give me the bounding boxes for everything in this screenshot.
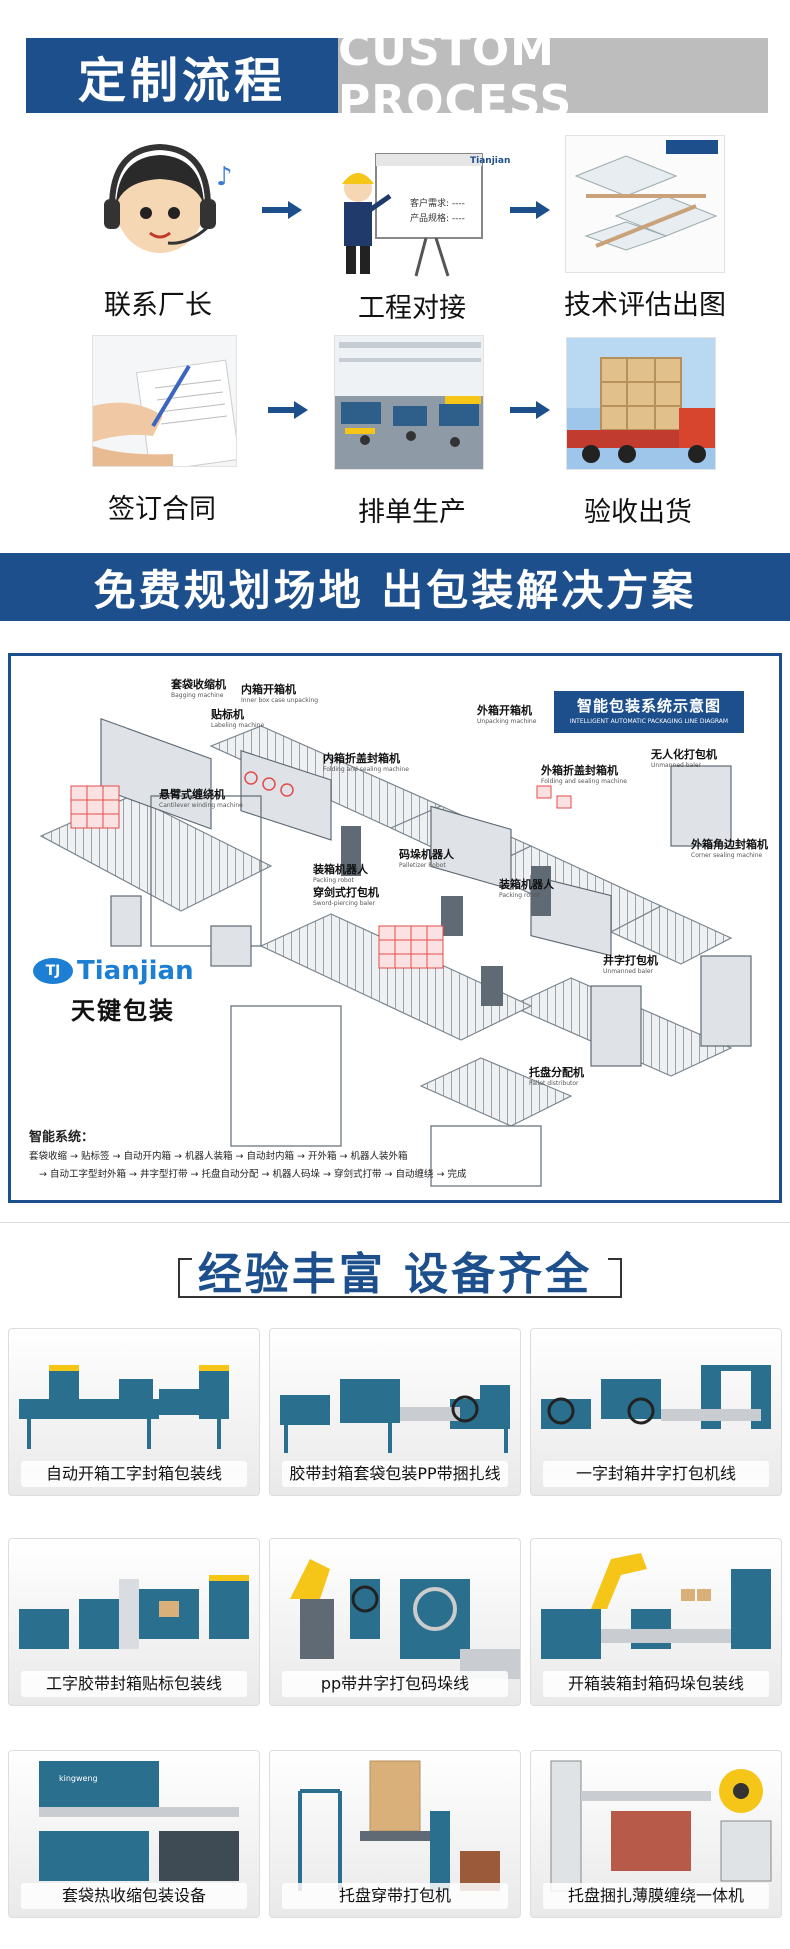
product-label: pp带井字打包码垛线 bbox=[282, 1671, 508, 1697]
product-label: 托盘捆扎薄膜缠绕一体机 bbox=[543, 1883, 769, 1909]
product-card-4[interactable]: 工字胶带封箱贴标包装线 bbox=[8, 1538, 260, 1706]
board-line-2: 产品规格: ---- bbox=[410, 214, 465, 224]
brand-cn: 天键包装 bbox=[71, 997, 175, 1025]
arrow-right-icon bbox=[268, 401, 308, 419]
step-label-6: 验收出货 bbox=[584, 497, 692, 528]
product-label: 工字胶带封箱贴标包装线 bbox=[21, 1671, 247, 1697]
product-image bbox=[541, 1553, 771, 1659]
experience-title: 经验丰富 设备齐全 bbox=[197, 1249, 593, 1300]
diagram-title-cn: 智能包装系统示意图 bbox=[576, 697, 721, 715]
product-label: 胶带封箱套袋包装PP带捆扎线 bbox=[282, 1461, 508, 1487]
product-card-3[interactable]: 一字封箱井字打包机线 bbox=[530, 1328, 782, 1496]
arrow-right-icon bbox=[262, 201, 302, 219]
arrow-right-icon bbox=[510, 401, 550, 419]
diagram-title-en: INTELLIGENT AUTOMATIC PACKAGING LINE DIA… bbox=[569, 718, 729, 725]
step-label-3: 技术评估出图 bbox=[564, 290, 726, 321]
product-image bbox=[290, 1559, 520, 1679]
shipping-crate-icon bbox=[566, 337, 716, 470]
tianjian-logo: TJ Tianjian bbox=[33, 956, 194, 986]
header-title-cn: 定制流程 bbox=[26, 38, 338, 113]
solution-banner: 免费规划场地 出包装解决方案 bbox=[0, 553, 790, 621]
board-brand: Tianjian bbox=[470, 156, 511, 166]
product-card-1[interactable]: 自动开箱工字封箱包装线 bbox=[8, 1328, 260, 1496]
step-label-4: 签订合同 bbox=[108, 494, 216, 525]
product-image bbox=[550, 1760, 772, 1892]
brand-en: Tianjian bbox=[77, 956, 194, 986]
product-card-8[interactable]: 托盘穿带打包机 bbox=[269, 1750, 521, 1918]
diagram-title-box: 智能包装系统示意图 INTELLIGENT AUTOMATIC PACKAGIN… bbox=[554, 691, 744, 733]
engineer-presentation-icon bbox=[336, 148, 486, 278]
product-image bbox=[19, 1365, 229, 1449]
bracket-cap-left bbox=[178, 1258, 192, 1260]
divider bbox=[0, 1222, 790, 1223]
system-flow-line-2: → 自动工字型封外箱 → 井字型打带 → 托盘自动分配 → 机器人码垛 → 穿剑… bbox=[39, 1169, 467, 1180]
packaging-line-diagram: 智能包装系统示意图 INTELLIGENT AUTOMATIC PACKAGIN… bbox=[8, 653, 782, 1203]
line-illustration bbox=[39, 717, 752, 1187]
svg-text:♪: ♪ bbox=[216, 162, 233, 192]
title-bracket bbox=[178, 1258, 622, 1298]
step-label-5: 排单生产 bbox=[358, 497, 466, 528]
production-workshop-icon bbox=[334, 335, 484, 470]
system-flow-line-1: 套袋收缩 → 贴标签 → 自动开内箱 → 机器人装箱 → 自动封内箱 → 开外箱… bbox=[29, 1151, 408, 1162]
product-image bbox=[19, 1575, 249, 1649]
product-label: 套袋热收缩包装设备 bbox=[21, 1883, 247, 1909]
customer-service-icon: ♪ bbox=[88, 135, 236, 270]
product-card-2[interactable]: 胶带封箱套袋包装PP带捆扎线 bbox=[269, 1328, 521, 1496]
product-image: kingweng bbox=[39, 1761, 239, 1881]
product-card-6[interactable]: 开箱装箱封箱码垛包装线 bbox=[530, 1538, 782, 1706]
product-card-7[interactable]: kingweng 套袋热收缩包装设备 bbox=[8, 1750, 260, 1918]
product-card-9[interactable]: 托盘捆扎薄膜缠绕一体机 bbox=[530, 1750, 782, 1918]
header-title-en: CUSTOM PROCESS bbox=[338, 25, 768, 127]
product-card-5[interactable]: pp带井字打包码垛线 bbox=[269, 1538, 521, 1706]
product-label: 开箱装箱封箱码垛包装线 bbox=[543, 1671, 769, 1697]
product-label: 一字封箱井字打包机线 bbox=[543, 1461, 769, 1487]
technical-drawing-icon bbox=[565, 135, 725, 273]
tj-logo-icon: TJ bbox=[33, 958, 73, 984]
product-label: 自动开箱工字封箱包装线 bbox=[21, 1461, 247, 1487]
product-image bbox=[280, 1379, 510, 1453]
svg-text:kingweng: kingweng bbox=[59, 1774, 98, 1783]
step-label-1: 联系厂长 bbox=[104, 290, 212, 321]
step-label-2: 工程对接 bbox=[358, 293, 466, 324]
product-image bbox=[541, 1365, 771, 1429]
arrow-right-icon bbox=[510, 201, 550, 219]
board-line-1: 客户需求: ---- bbox=[410, 199, 465, 209]
product-label: 托盘穿带打包机 bbox=[282, 1883, 508, 1909]
bracket-cap-right bbox=[608, 1258, 622, 1260]
contract-signing-icon bbox=[92, 335, 237, 467]
system-title: 智能系统： bbox=[29, 1130, 95, 1145]
